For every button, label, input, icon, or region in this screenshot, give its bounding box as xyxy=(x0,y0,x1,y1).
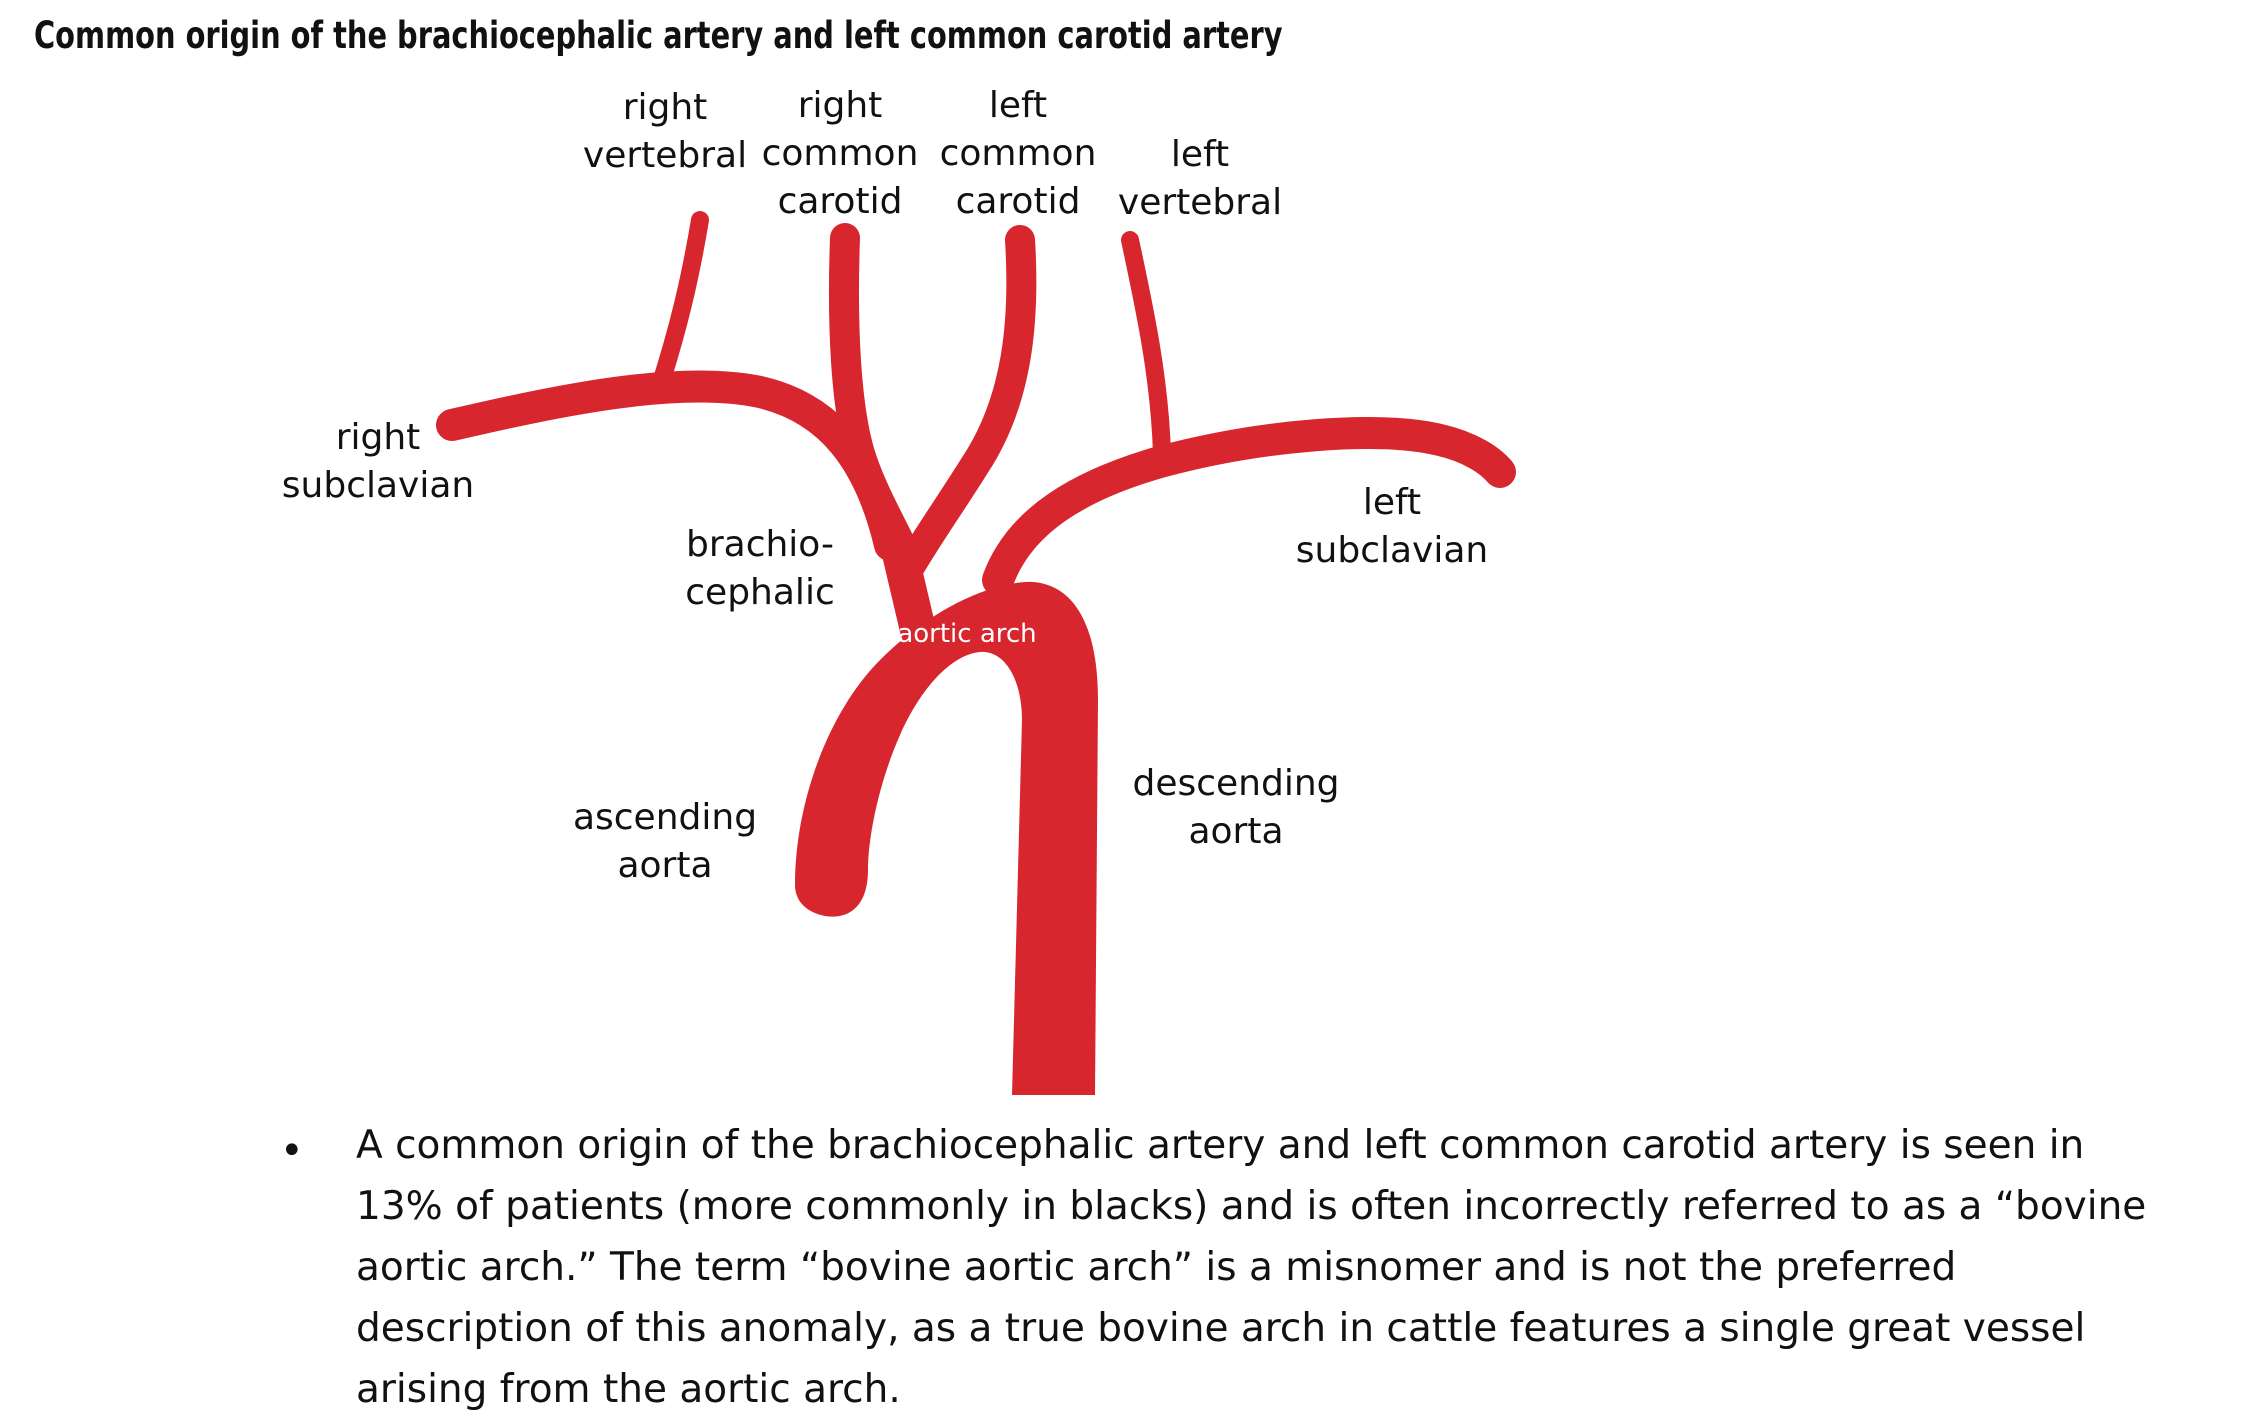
bullet-text: A common origin of the brachiocephalic a… xyxy=(356,1123,2147,1412)
right-common-carotid-artery xyxy=(828,223,923,575)
bullet-icon: • xyxy=(280,1128,304,1174)
label-right-subclavian: right subclavian xyxy=(281,417,475,506)
left-vertebral-artery xyxy=(1121,231,1171,464)
right-vertebral-artery xyxy=(649,211,709,401)
label-left-common-carotid: left common carotid xyxy=(939,85,1097,222)
brachiocephalic-trunk xyxy=(880,527,936,648)
label-left-subclavian: left subclavian xyxy=(1295,482,1489,571)
aortic-arch-shape xyxy=(795,581,1098,1095)
left-subclavian-artery xyxy=(982,417,1516,596)
label-aortic-arch: aortic arch xyxy=(897,619,1037,649)
left-common-carotid-artery xyxy=(890,225,1037,590)
label-left-vertebral: left vertebral xyxy=(1117,134,1283,223)
label-brachiocephalic: brachio- cephalic xyxy=(685,524,835,613)
label-right-common-carotid: right common carotid xyxy=(761,85,919,222)
page-title: Common origin of the brachiocephalic art… xyxy=(34,14,1283,57)
label-right-vertebral: right vertebral xyxy=(582,87,748,176)
label-descending-aorta: descending aorta xyxy=(1132,763,1340,852)
label-ascending-aorta: ascending aorta xyxy=(572,797,758,886)
